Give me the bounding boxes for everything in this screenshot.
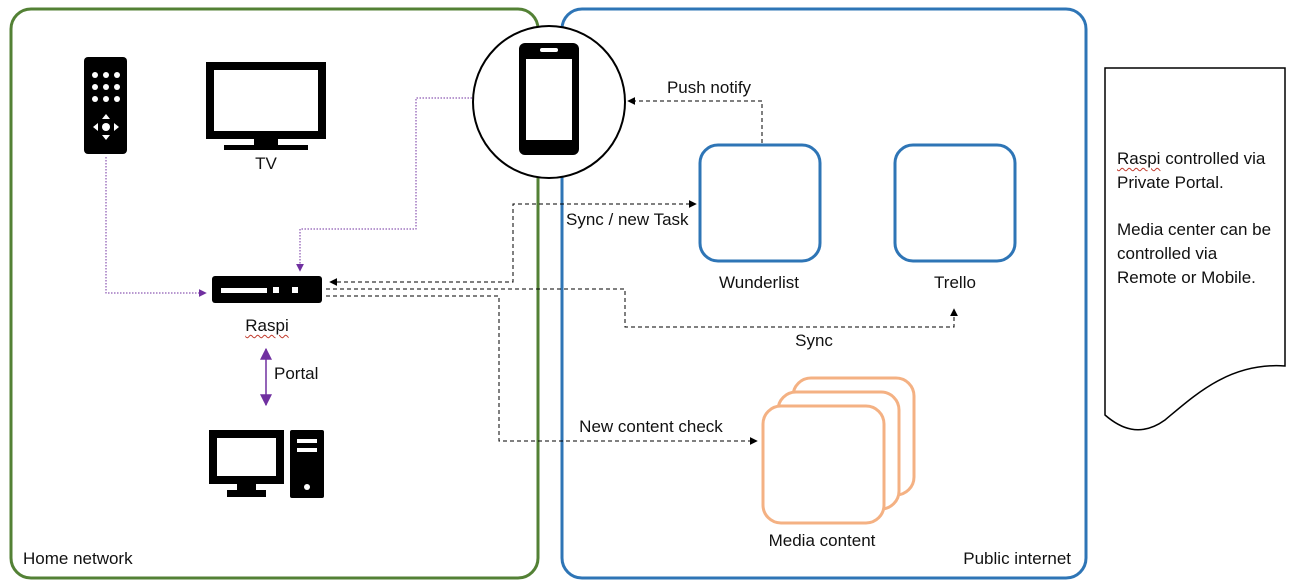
remote-icon [84,57,127,154]
home-network-label: Home network [23,549,133,568]
sync-task-label: Sync / new Task [566,210,689,229]
tv-icon [206,62,326,150]
media-content-stack [761,376,916,525]
public-internet-region [560,7,1088,580]
home-network-region [9,7,540,580]
sync-task-link [329,200,697,286]
note-text: Raspi controlled via Private Portal. Med… [1117,147,1277,313]
note-paragraph-1: Raspi controlled via Private Portal. [1117,147,1277,195]
media-content-label: Media content [768,531,876,550]
portal-label: Portal [274,364,319,383]
push-notify-link [627,97,763,143]
push-notify-label: Push notify [666,78,752,97]
wunderlist-box [698,143,822,263]
raspi-label: Raspi [245,316,289,335]
note-paragraph-2: Media center can be controlled via Remot… [1117,220,1272,287]
desktop-computer-icon [209,430,324,498]
new-content-label: New content check [579,417,723,436]
remote-to-raspi-link [105,157,207,297]
tv-label: TV [255,154,277,173]
sync-link [326,288,958,328]
router-icon [212,276,322,303]
trello-label: Trello [934,273,976,292]
note-shape [1104,67,1286,431]
wunderlist-label: Wunderlist [719,273,799,292]
note-raspi-word: Raspi [1117,149,1161,168]
trello-box [893,143,1017,263]
new-content-link [326,295,758,445]
note-paragraph-1-rest: controlled via Private Portal. [1117,149,1266,192]
mobile-phone-icon [472,25,626,179]
public-internet-label: Public internet [963,549,1071,568]
sync-label: Sync [795,331,833,350]
